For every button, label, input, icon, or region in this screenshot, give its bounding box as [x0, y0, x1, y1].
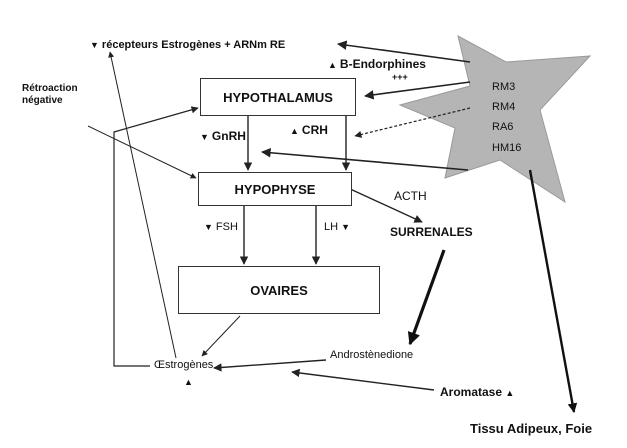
crh-label: ▲CRH: [290, 124, 328, 136]
receptors-text: récepteurs Estrogènes + ARNm RE: [101, 39, 286, 51]
receptors-marker: ▼: [90, 40, 99, 50]
arrow-star-to-tissu: [528, 169, 578, 413]
arrow-aromatase: [291, 368, 435, 391]
hypophyse-label: HYPOPHYSE: [234, 181, 316, 197]
star-label-ra6: RA6: [492, 121, 514, 133]
acth-label: ACTH: [394, 189, 427, 203]
androstenedione-label: Androstènedione: [330, 349, 414, 361]
retroaction-line1: Rétroaction: [22, 83, 78, 94]
crh-marker: ▲: [290, 126, 299, 136]
lh-label: LH ▼: [324, 222, 353, 233]
tissu-label: Tissu Adipeux, Foie: [470, 421, 593, 436]
gnrh-marker: ▼: [200, 132, 209, 142]
arrow-ovaires-estrogenes: [201, 315, 241, 357]
hypophyse-box: HYPOPHYSE: [198, 172, 352, 206]
ovaires-box: OVAIRES: [178, 266, 380, 314]
star-label-rm4: RM4: [492, 101, 516, 113]
star-label-rm3: RM3: [492, 81, 516, 93]
estrogenes-label: Œstrogènes: [154, 359, 214, 371]
gnrh-label: ▼GnRH: [200, 130, 246, 142]
gnrh-text: GnRH: [211, 129, 246, 143]
fsh-marker: ▼: [204, 222, 213, 232]
b-endorphines-label: ▲B-Endorphines: [328, 58, 426, 70]
estrogenes-marker: ▲: [184, 377, 193, 387]
aromatase-marker: ▲: [505, 388, 515, 398]
arrow-surrenales-andro: [407, 249, 446, 346]
ovaires-label: OVAIRES: [250, 282, 308, 298]
arrow-estrogenes-top: [108, 51, 177, 359]
fsh-text: FSH: [215, 221, 238, 233]
lh-marker: ▼: [341, 222, 351, 232]
star-label-hm16: HM16: [492, 142, 522, 154]
arrow-star-to-top: [337, 40, 471, 63]
aromatase-text: Aromatase: [440, 385, 503, 399]
b-endorphines-plus: +++: [392, 72, 408, 82]
receptors-label: ▼récepteurs Estrogènes + ARNm RE: [90, 40, 285, 51]
crh-text: CRH: [301, 123, 328, 137]
aromatase-label: Aromatase ▲: [440, 386, 517, 398]
arrow-star-to-hypophyse: [261, 147, 469, 171]
arrow-acth: [347, 187, 423, 223]
arrow-andro-estrogenes: [213, 359, 327, 372]
surrenales-label: SURRENALES: [390, 225, 473, 239]
b-endorphines-marker: ▲: [328, 60, 337, 70]
hypothalamus-label: HYPOTHALAMUS: [223, 89, 333, 105]
fsh-label: ▼FSH: [204, 222, 238, 233]
arrow-star-to-hypothalamus: [364, 81, 471, 100]
arrow-retroaction: [87, 125, 197, 179]
retroaction-line2: négative: [22, 95, 63, 106]
b-endorphines-text: B-Endorphines: [339, 57, 426, 71]
star-shape: [398, 35, 592, 204]
feedback-loop: [113, 106, 199, 367]
lh-text: LH: [324, 221, 339, 233]
hypothalamus-box: HYPOTHALAMUS: [200, 78, 356, 116]
